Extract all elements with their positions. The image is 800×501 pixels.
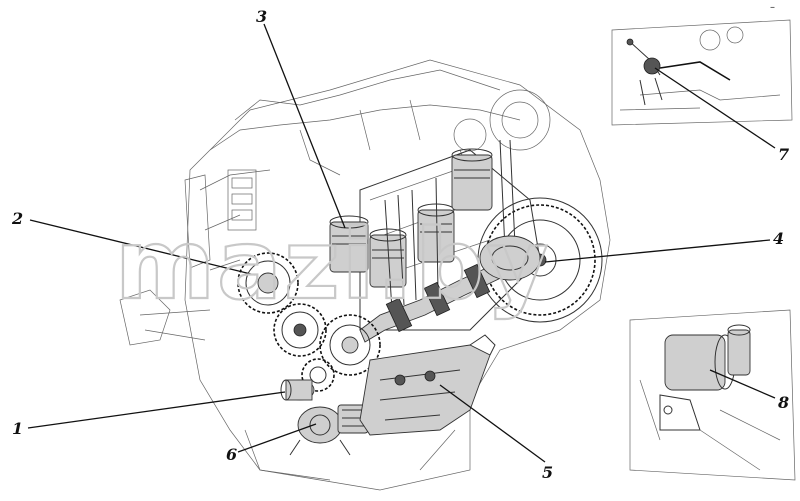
- callout-3: 3: [256, 7, 267, 26]
- leader-1: [27, 391, 286, 429]
- leader-5: [439, 384, 546, 463]
- leader-3: [263, 23, 346, 229]
- callout-4: 4: [773, 229, 784, 248]
- timing-gears: [237, 252, 381, 392]
- corner-mark: –: [770, 2, 775, 13]
- engine-block-outline: [119, 59, 611, 491]
- leader-7: [654, 67, 776, 149]
- callout-2: 2: [11, 209, 23, 228]
- watermark: mazi.by: [115, 209, 550, 321]
- crankshaft: [359, 235, 541, 343]
- inset-fuel-linkage: [611, 19, 793, 126]
- pushrods: [384, 139, 516, 311]
- callout-1: 1: [12, 419, 23, 438]
- inset-starter: [629, 309, 796, 481]
- crankshaft-front-end: [280, 379, 315, 401]
- leader-2: [29, 219, 256, 276]
- oil-sump: [359, 334, 496, 436]
- leader-6: [237, 423, 317, 453]
- pistons: [329, 148, 493, 288]
- leader-8: [709, 369, 776, 399]
- callout-6: 6: [226, 445, 237, 464]
- callout-5: 5: [542, 463, 553, 482]
- leader-lines: [27, 23, 776, 463]
- callout-labels: 1 2 3 4 5 6 7 8: [11, 7, 789, 482]
- callout-7: 7: [778, 145, 789, 164]
- callout-8: 8: [777, 393, 789, 412]
- oil-pump: [289, 404, 369, 456]
- leader-4: [544, 239, 771, 263]
